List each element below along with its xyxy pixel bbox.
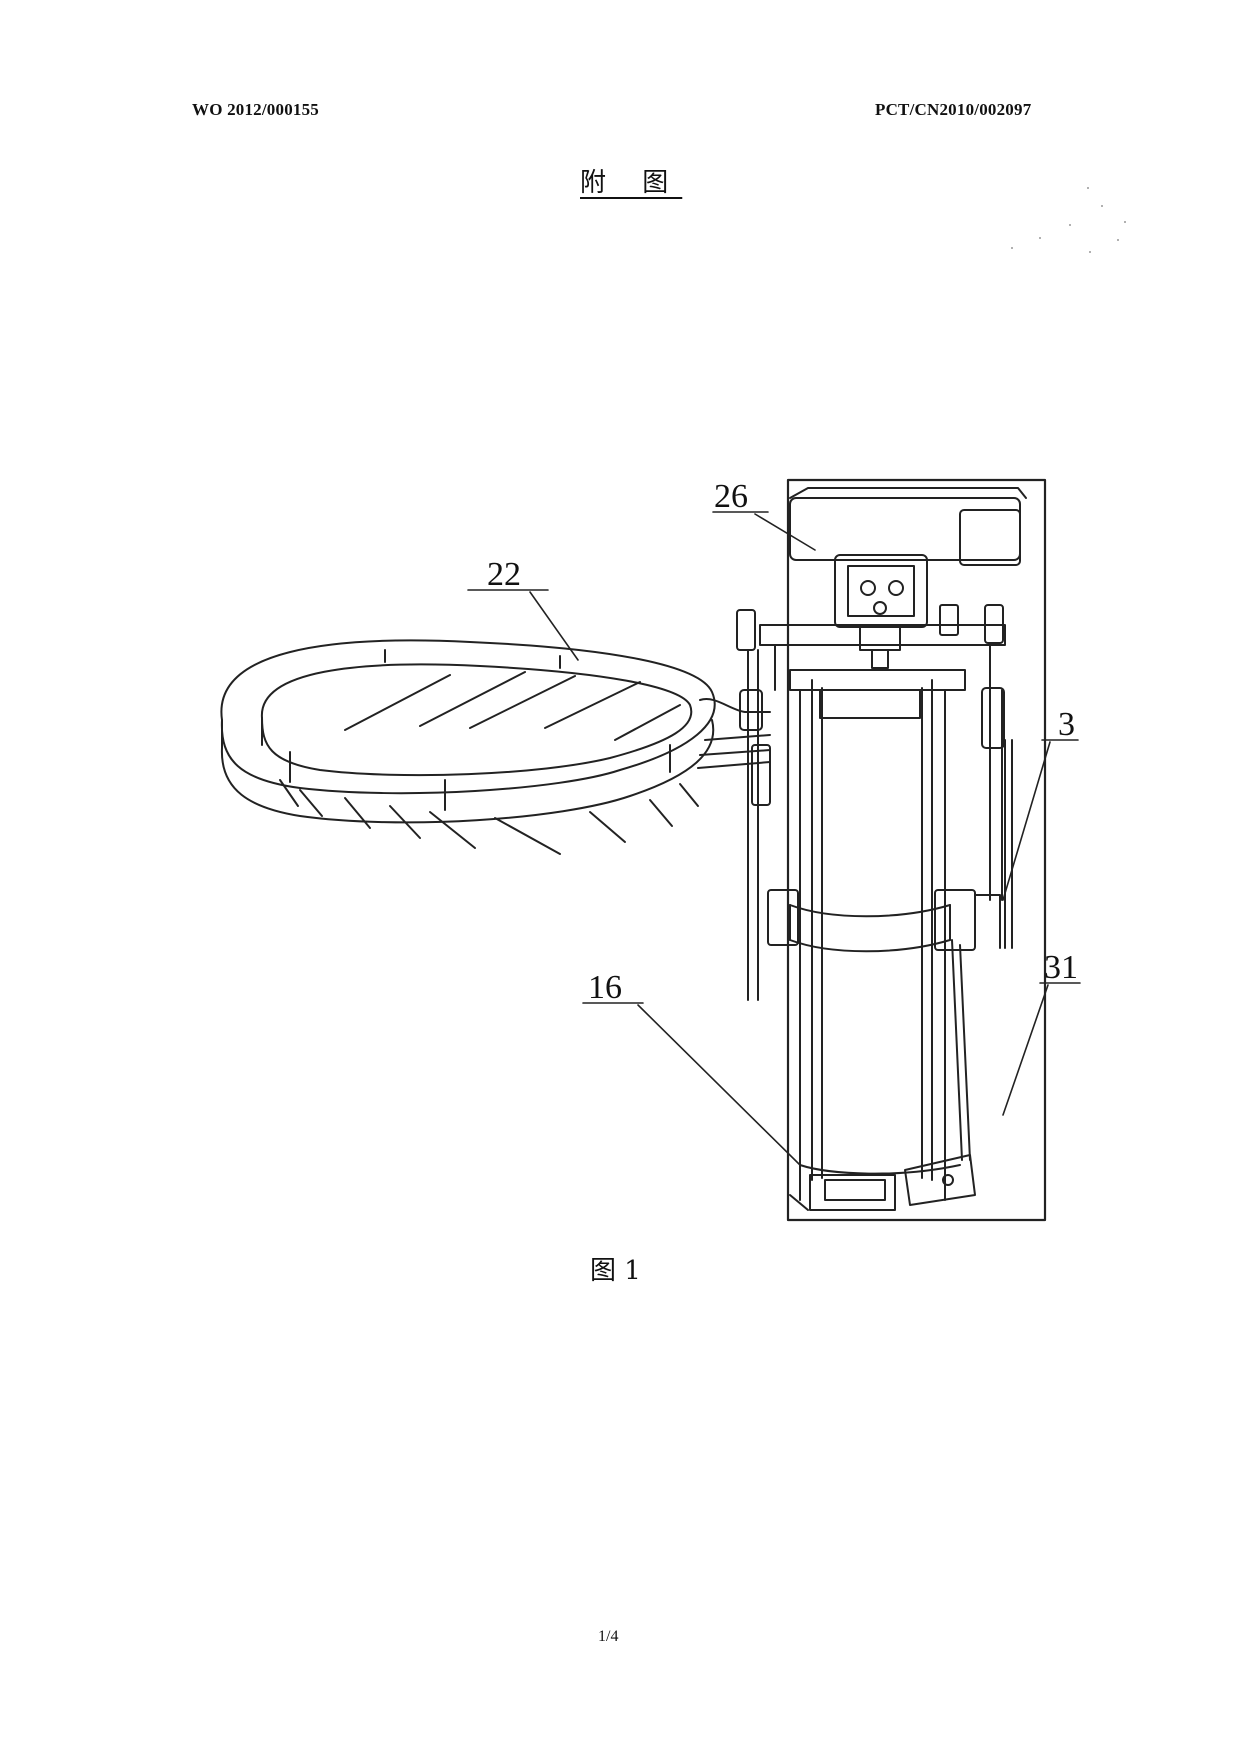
drawings-title: 附 图	[580, 168, 683, 198]
application-number: PCT/CN2010/002097	[875, 100, 1032, 119]
label-16: 16	[588, 969, 622, 1006]
leader-lines	[467, 511, 1081, 1166]
figure-caption: 图 1	[590, 1256, 641, 1286]
page-number: 1/4	[598, 1628, 619, 1645]
side-rods	[739, 649, 1013, 1001]
scan-specks	[1011, 187, 1126, 253]
main-cylinder	[767, 669, 1001, 1211]
label-26: 26	[714, 478, 748, 515]
label-3: 3	[1058, 706, 1075, 743]
top-housing	[736, 487, 1027, 691]
label-22: 22	[487, 556, 521, 593]
publication-number: WO 2012/000155	[192, 100, 319, 119]
label-31: 31	[1044, 949, 1078, 986]
oval-ring-frame	[220, 639, 771, 855]
enclosure-box	[786, 478, 1047, 1222]
